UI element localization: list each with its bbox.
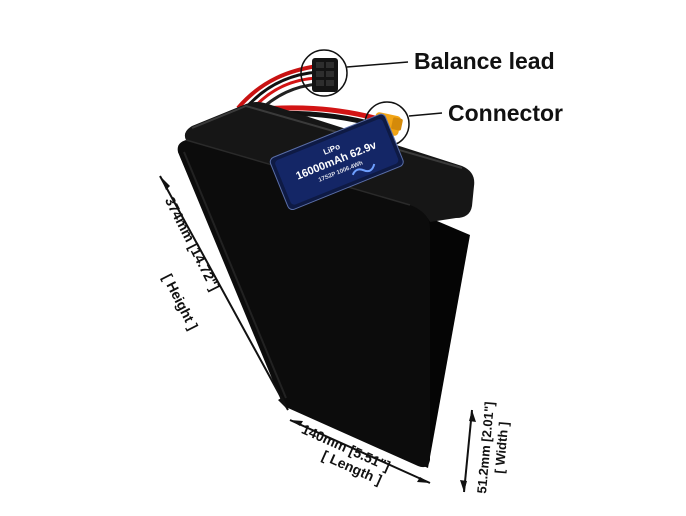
balance-lead-plug — [312, 58, 338, 92]
balance-lead-callout-marker — [300, 49, 409, 97]
balance-lead-label: Balance lead — [414, 48, 555, 74]
width-dimension: 51.2mm [2.01"] [ Width ] — [460, 401, 511, 494]
connector-label: Connector — [448, 100, 563, 126]
battery-pack — [177, 102, 475, 468]
label-plate: LiPo 16000mAh 62.9v 17S2P 1006.4Wh — [269, 113, 404, 211]
height-caption: [ Height ] — [160, 271, 202, 332]
width-caption: [ Width ] — [492, 421, 511, 474]
